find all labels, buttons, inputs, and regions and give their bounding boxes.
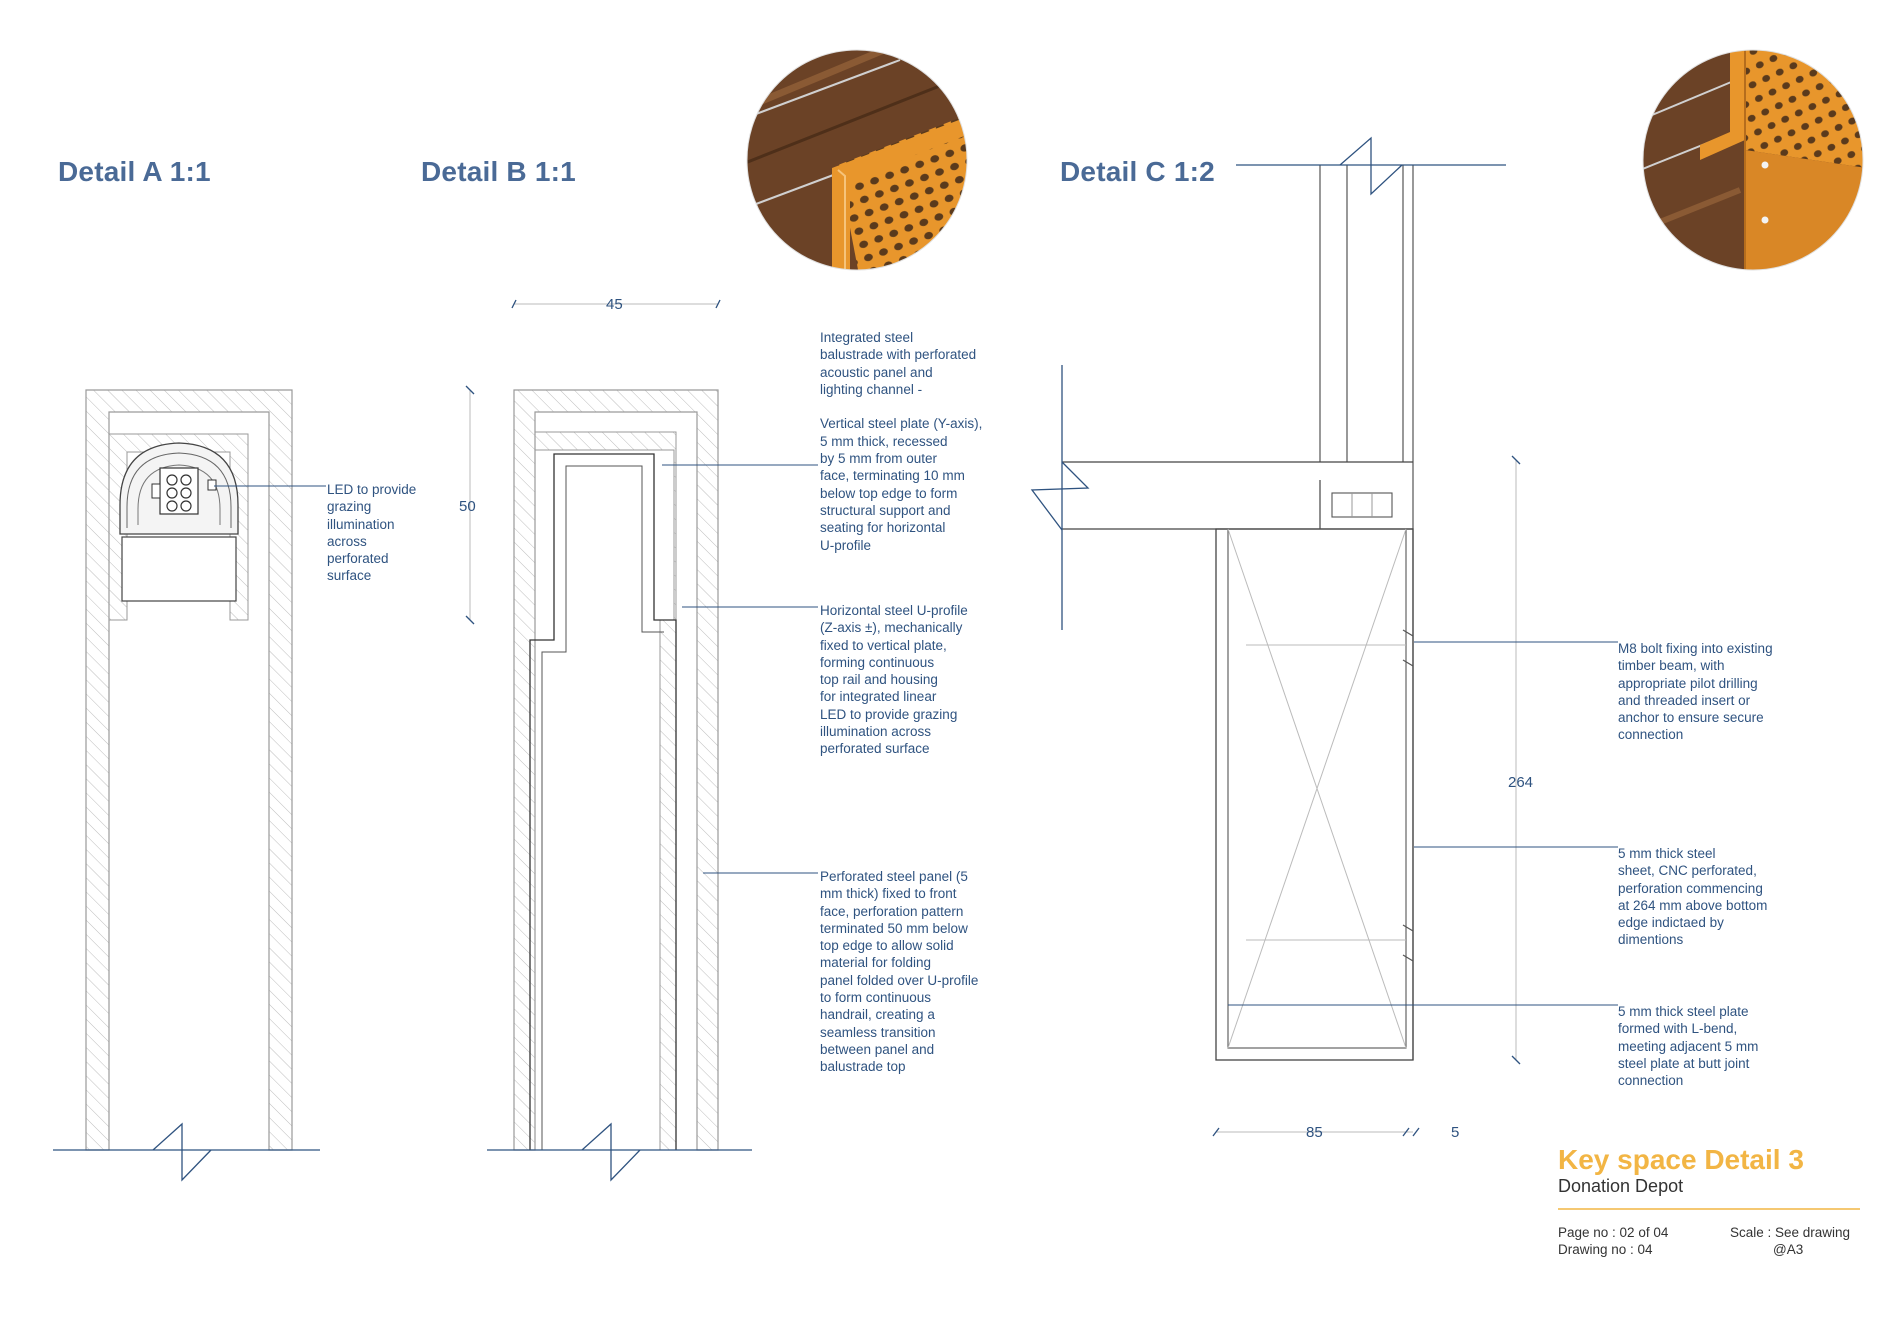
project-name: Donation Depot [1558,1176,1684,1196]
drawing-number: Drawing no : 04 [1558,1242,1653,1257]
detail-b-section [465,299,818,1182]
detail-a-title: Detail A 1:1 [58,156,211,187]
note-m8-bolt: M8 bolt fixing into existing timber beam… [1618,641,1773,743]
detail-c-title: Detail C 1:2 [1060,156,1215,187]
note-steel-plate-l-bend: 5 mm thick steel plate formed with L-ben… [1618,1004,1759,1089]
sheet-title: Key space Detail 3 [1558,1144,1804,1175]
page-number: Page no : 02 of 04 [1558,1225,1669,1240]
paper-size: @A3 [1773,1242,1804,1257]
detail-c-section [1030,136,1618,1137]
note-perforated-panel: Perforated steel panel (5 mm thick) fixe… [820,869,979,1075]
dim-b-height: 50 [459,498,476,515]
detail-a-section [53,389,326,1182]
dim-c-height: 264 [1508,774,1534,791]
detail-b-title: Detail B 1:1 [421,156,576,187]
scale-label: Scale : See drawing [1730,1225,1851,1240]
note-horizontal-u-profile: Horizontal steel U-profile (Z-axis ±), m… [820,603,968,757]
note-steel-sheet: 5 mm thick steel sheet, CNC perforated, … [1618,846,1768,948]
dim-c-thickness: 5 [1451,1124,1460,1141]
dim-b-width: 45 [606,296,623,313]
note-led-grazing: LED to provide grazing illumination acro… [327,482,417,584]
led-fixture [119,442,239,602]
dim-c-width: 85 [1306,1124,1323,1141]
note-integrated-balustrade: Integrated steel balustrade with perfora… [820,330,983,553]
